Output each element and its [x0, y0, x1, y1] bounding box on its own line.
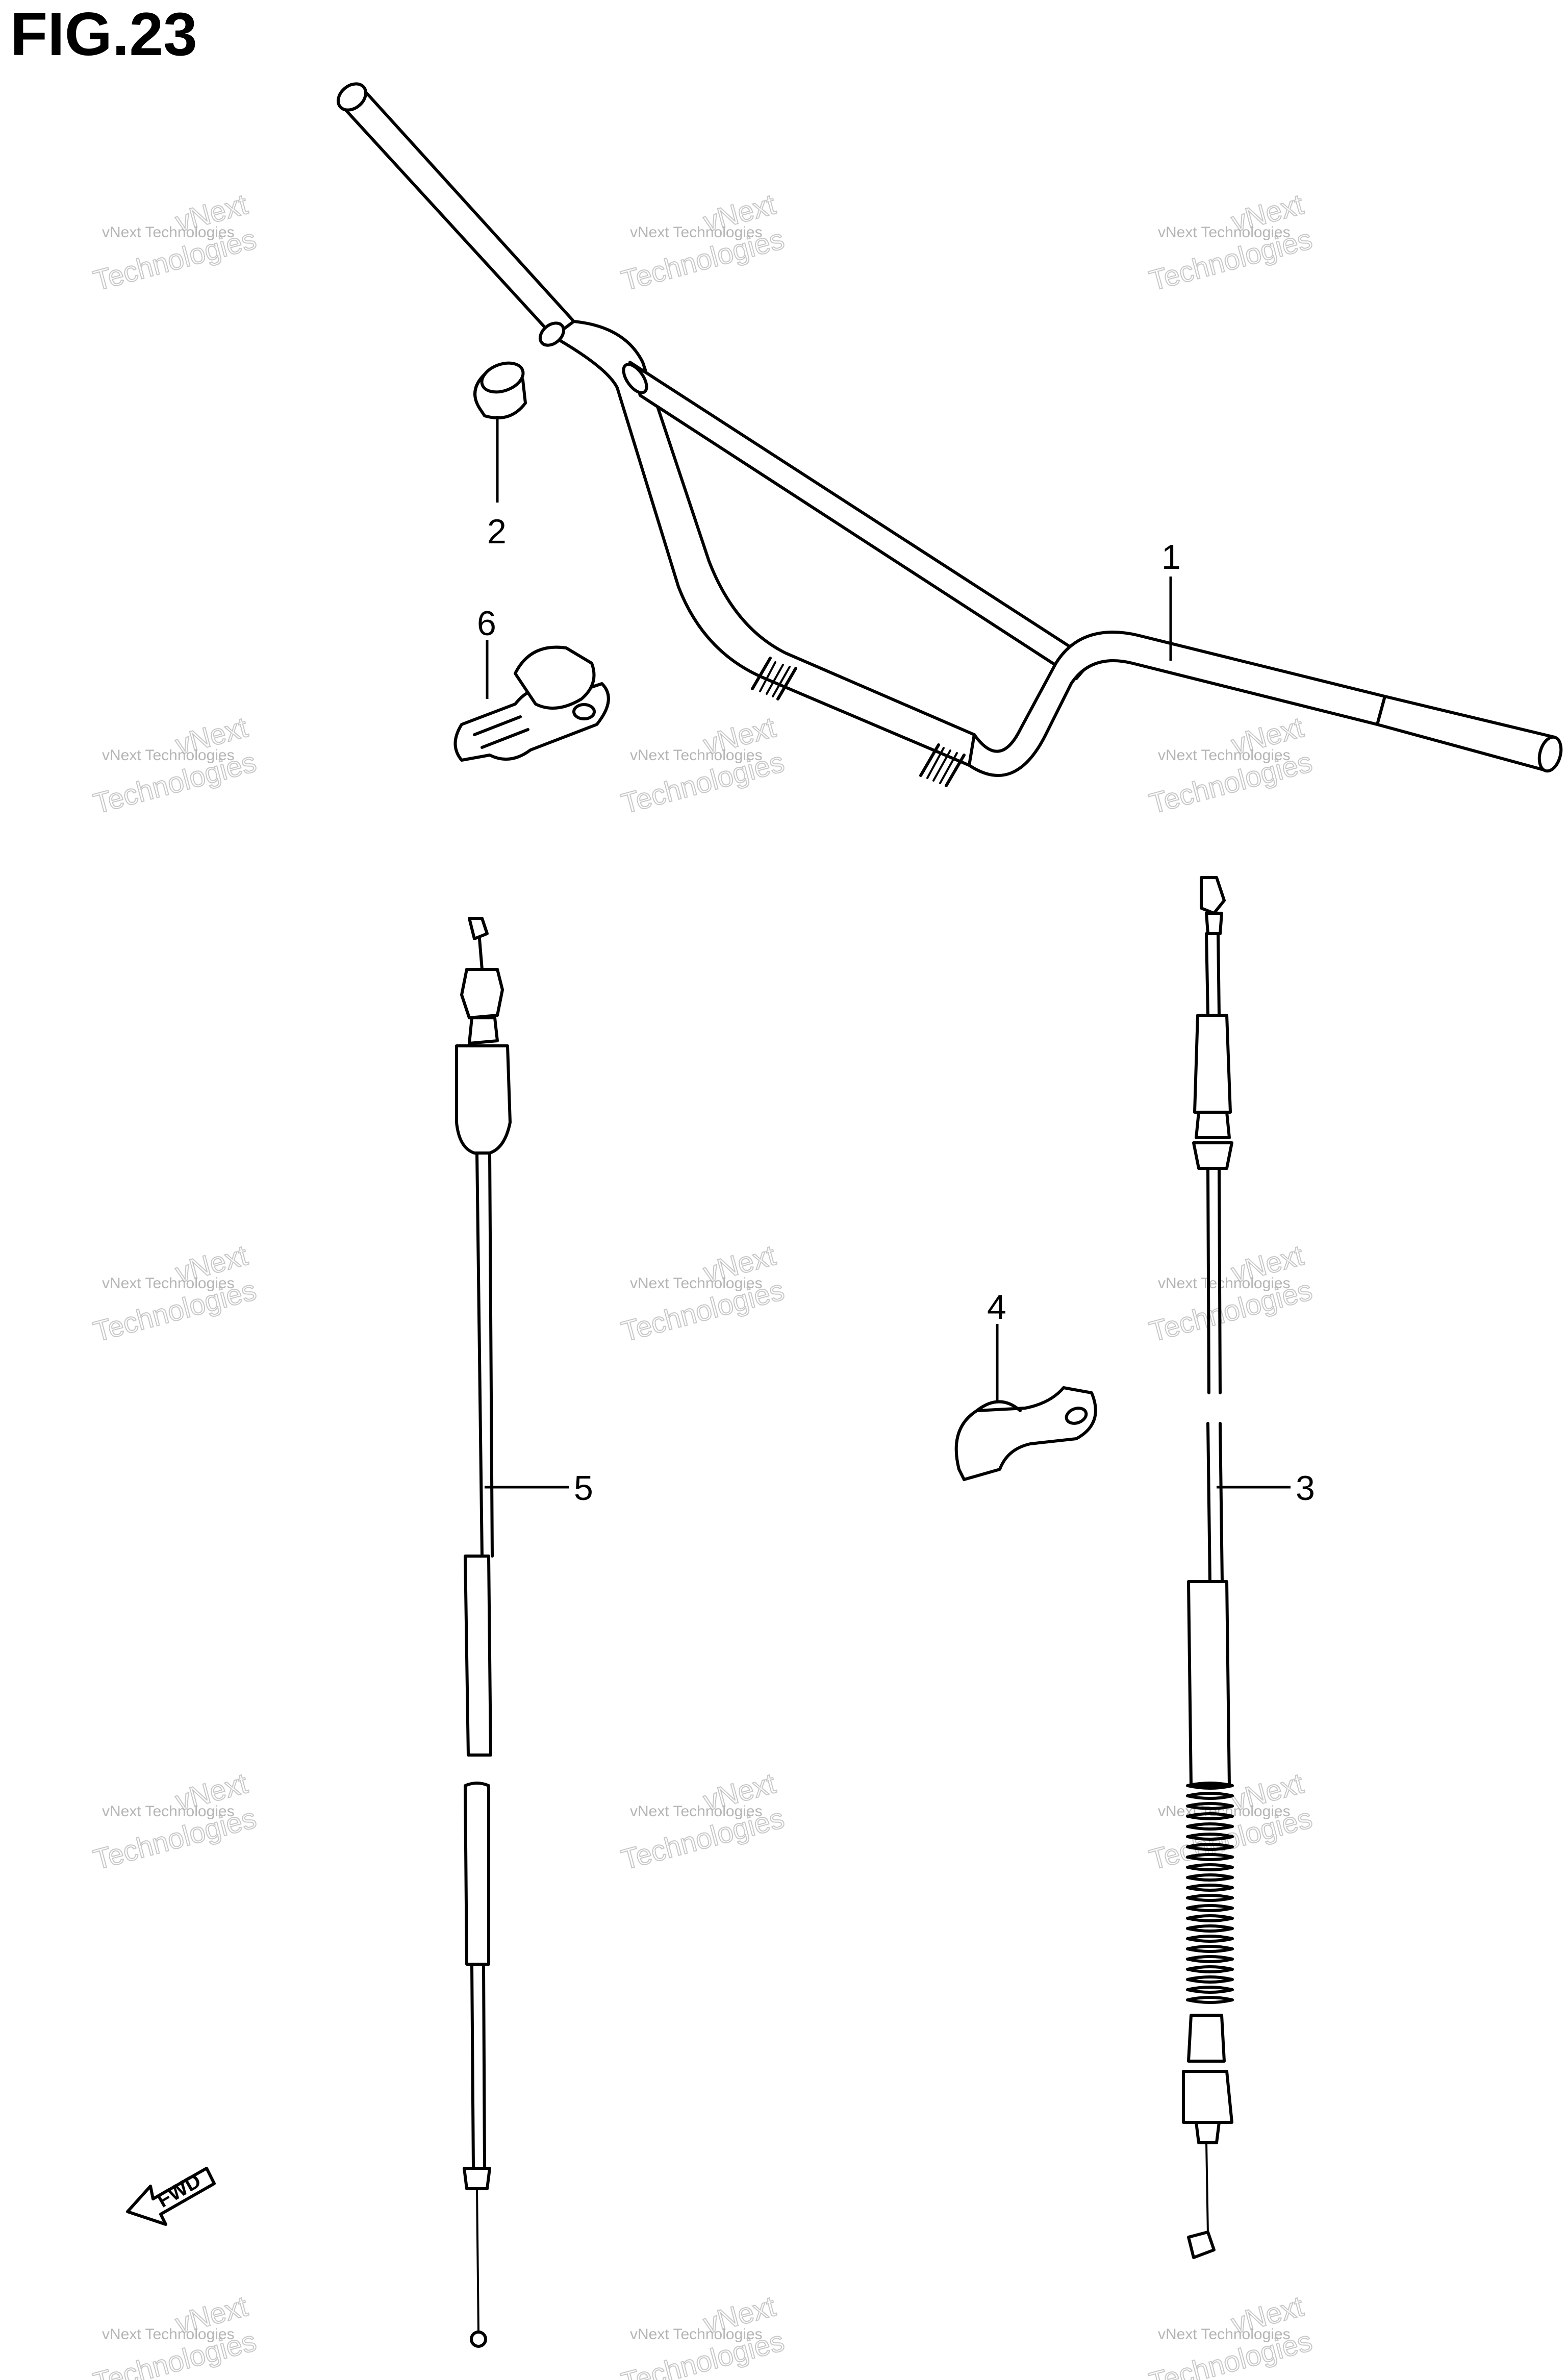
knurl-band-right — [919, 743, 966, 787]
spring-turn — [1186, 1843, 1234, 1851]
callout-2: 2 — [487, 512, 507, 551]
spring-turn — [1186, 1884, 1234, 1892]
watermark-text: vNext Technologies — [102, 224, 235, 241]
handlebar-clamp — [453, 645, 610, 762]
spring-turn — [1186, 1853, 1234, 1861]
watermark-text: vNext Technologies — [630, 1275, 763, 1292]
watermark-text: vNext Technologies — [102, 1803, 235, 1820]
spring-turn — [1186, 1792, 1234, 1800]
spring-turn — [1186, 1894, 1234, 1902]
spring-turn — [1186, 1955, 1234, 1963]
callout-5: 5 — [574, 1469, 593, 1508]
cable-left — [455, 917, 512, 2348]
watermark-text: vNext Technologies — [630, 224, 763, 241]
figure-title: FIG.23 — [10, 0, 197, 68]
callout-1: 1 — [1161, 538, 1181, 577]
watermark-text: vNext Technologies — [1158, 2326, 1291, 2343]
cable-right — [1182, 876, 1234, 2259]
spring-turn — [1186, 1802, 1234, 1810]
spring-turn — [1186, 1986, 1234, 1994]
cable-guide — [954, 1386, 1097, 1481]
watermark-text: vNext Technologies — [102, 2326, 235, 2343]
watermark-text: vNext Technologies — [102, 747, 235, 764]
callout-6: 6 — [477, 604, 496, 643]
spring-turn — [1186, 1996, 1234, 2004]
callout-3: 3 — [1296, 1469, 1315, 1508]
fwd-label: FWD — [154, 2169, 205, 2212]
watermark-text: vNext Technologies — [102, 1275, 235, 1292]
watermark-text: vNext Technologies — [630, 1803, 763, 1820]
watermark-text: vNext Technologies — [630, 747, 763, 764]
spring-turn — [1186, 1833, 1234, 1841]
spring-turn — [1186, 1822, 1234, 1831]
watermark-text: vNext Technologies — [1158, 747, 1291, 764]
spring-turn — [1186, 1935, 1234, 1943]
spring-turn — [1186, 1904, 1234, 1912]
spring-turn — [1186, 1945, 1234, 1953]
callout-4: 4 — [987, 1288, 1006, 1326]
knurl-band-left — [751, 657, 797, 700]
spring-turn — [1186, 1863, 1234, 1871]
spring-turn — [1186, 1782, 1234, 1790]
spring-turn — [1186, 1812, 1234, 1820]
spring-turn — [1186, 1975, 1234, 1984]
forward-direction-arrow: FWD — [126, 2167, 216, 2226]
cable-spring — [1186, 1782, 1234, 2004]
spring-turn — [1186, 1924, 1234, 1933]
handlebar — [337, 82, 1563, 787]
spring-turn — [1186, 1965, 1234, 1973]
handlebar-plug — [473, 361, 527, 420]
spring-turn — [1186, 1914, 1234, 1922]
spring-turn — [1186, 1873, 1234, 1882]
watermark-text: vNext Technologies — [1158, 224, 1291, 241]
watermark-text: vNext Technologies — [1158, 1275, 1291, 1292]
watermark-text: vNext Technologies — [630, 2326, 763, 2343]
